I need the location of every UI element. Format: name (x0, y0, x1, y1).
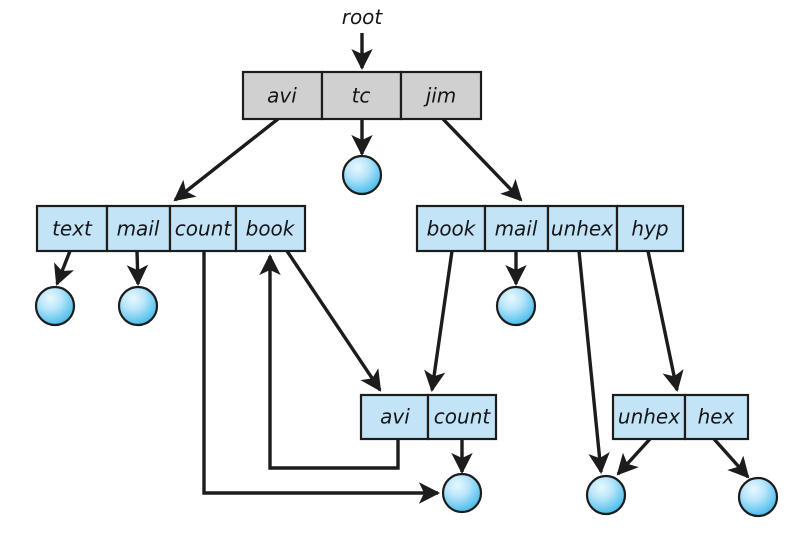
avi-dir-cell-2-box (168, 204, 238, 253)
leaf-file-text (34, 285, 76, 327)
root-cell-0-label: avi (267, 84, 297, 108)
jim-dir-cell-3-label: hyp (631, 217, 668, 241)
leaf-file-unhex-shared (585, 474, 627, 516)
jim-dir-cell-0-box (415, 204, 487, 253)
avi-dir-cell-3-label: book (246, 217, 296, 241)
root-pointer-label: root (342, 5, 384, 29)
edge-mail-left-to-leaf (126, 250, 149, 287)
leaf-file-mail-left (117, 285, 159, 327)
root-cell-0-box (241, 70, 324, 121)
edge-subdir-avi-back-to-book (259, 253, 400, 470)
edge-book-right-to-subdir (424, 250, 454, 393)
edge-unhex-right-to-leaf (577, 250, 610, 475)
root-cell-2-box (399, 70, 483, 121)
edge-root-jim-to-jim-dir (441, 117, 523, 202)
edge-subdir-unhex-to-leaf (616, 437, 652, 476)
edge-root-avi-to-avi-dir (173, 117, 280, 202)
root-directory-node: avi tc jim (241, 70, 483, 121)
avi-dir-cell-3-box (234, 204, 307, 253)
unhex-hex-subdirectory-node: unhex hex (611, 393, 750, 441)
subdir-uh-cell-0-box (611, 393, 687, 441)
jim-dir-cell-3-box (615, 204, 685, 253)
subdir-uh-cell-1-label: hex (698, 405, 735, 429)
subdir-ac-cell-0-label: avi (380, 405, 410, 429)
leaf-file-hex (737, 476, 779, 518)
subdir-uh-cell-0-label: unhex (618, 405, 680, 429)
jim-dir-cell-1-box (483, 204, 550, 253)
leaf-nodes-group (34, 154, 779, 518)
subdir-ac-cell-1-label: count (434, 405, 492, 429)
edges-group (54, 33, 750, 504)
edge-hyp-to-subdir (646, 250, 684, 392)
avi-dir-cell-2-label: count (175, 217, 233, 241)
jim-dir-cell-2-box (546, 204, 619, 253)
jim-dir-cell-1-label: mail (495, 217, 538, 241)
leaf-file-count-shared (441, 472, 483, 514)
leaf-file-tc (341, 154, 383, 196)
jim-directory-node: book mail unhex hyp (415, 204, 685, 253)
root-cell-2-label: jim (423, 84, 457, 108)
avi-dir-cell-1-label: mail (117, 217, 160, 241)
avi-dir-cell-1-box (105, 204, 172, 253)
edge-count-left-to-shared-leaf (202, 251, 441, 504)
jim-dir-cell-2-label: unhex (551, 217, 613, 241)
jim-dir-cell-0-label: book (427, 217, 477, 241)
avi-directory-node: text mail count book (35, 204, 307, 253)
subdir-ac-cell-1-box (426, 393, 498, 441)
subdir-uh-cell-1-box (683, 393, 750, 441)
avi-count-subdirectory-node: avi count (359, 393, 498, 441)
edge-book-left-to-subdir (285, 250, 382, 392)
root-cell-1-label: tc (352, 84, 371, 108)
avi-dir-cell-0-label: text (52, 217, 93, 241)
leaf-file-mail-right (495, 285, 537, 327)
edge-text-to-leaf (54, 250, 74, 286)
edge-subdir-hex-to-leaf (712, 437, 750, 479)
